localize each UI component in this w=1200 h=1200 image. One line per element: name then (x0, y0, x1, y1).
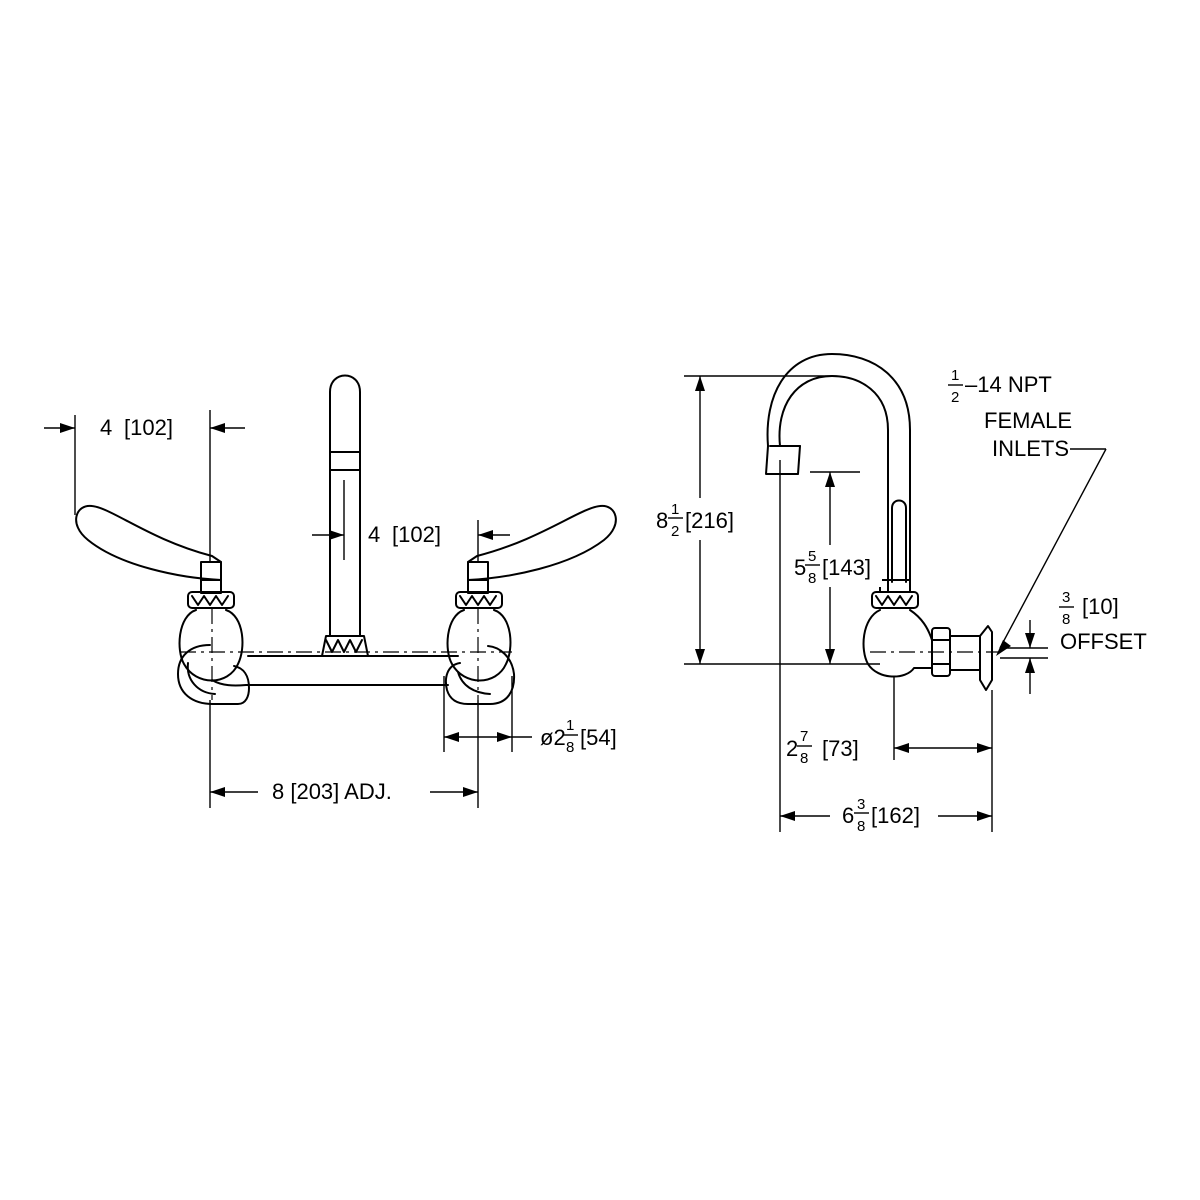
inlet-note: 1 2 –14 NPT FEMALE INLETS (948, 367, 1107, 656)
left-reach-whole: 4 (100, 415, 112, 440)
height-metric: [216] (685, 508, 734, 533)
left-wall-flange (177, 644, 250, 705)
height-den: 2 (671, 523, 679, 540)
left-reach-metric: [102] (124, 415, 173, 440)
projection-num: 7 (800, 728, 808, 745)
spout-height-num: 5 (808, 548, 816, 565)
center-reach-metric: [102] (392, 522, 441, 547)
right-wrist-blade-handle (467, 504, 617, 581)
right-valve (446, 504, 617, 682)
height-num: 1 (671, 501, 679, 518)
reach-whole: 6 (842, 803, 854, 828)
inlet-den: 2 (951, 389, 959, 406)
flange-dia-num: 1 (566, 717, 574, 734)
side-valve-body (862, 579, 933, 678)
offset-num: 3 (1062, 589, 1070, 606)
left-wrist-blade-handle (75, 504, 222, 581)
reach-num: 3 (857, 796, 865, 813)
side-lever-handle (891, 499, 907, 583)
side-inlet-assembly (870, 625, 1000, 691)
spout-height-metric: [143] (822, 555, 871, 580)
dim-flange-diameter: ø2 1 8 [54] (444, 717, 617, 756)
flange-dia-den: 8 (566, 739, 574, 756)
spout-height-whole: 5 (794, 555, 806, 580)
projection-metric: [73] (822, 736, 859, 761)
offset-metric: [10] (1082, 594, 1119, 619)
flange-dia-prefix: ø2 (540, 725, 566, 750)
center-spacing-text: 8 [203] ADJ. (272, 779, 392, 804)
projection-whole: 2 (786, 736, 798, 761)
center-reach-whole: 4 (368, 522, 380, 547)
inlet-num: 1 (951, 367, 959, 384)
left-valve (75, 504, 244, 682)
dim-spout-reach: 6 3 8 [162] (780, 796, 992, 835)
front-view: 4 [102] 4 [102] ø2 1 8 [54] (44, 374, 617, 808)
dim-offset: 3 8 [10] OFFSET (1025, 589, 1147, 694)
front-spout (321, 374, 369, 657)
inlet-inlets: INLETS (992, 436, 1069, 461)
offset-label: OFFSET (1060, 629, 1147, 654)
dim-left-handle-reach: 4 [102] (44, 415, 245, 440)
projection-den: 8 (800, 750, 808, 767)
side-view: 8 1 2 [216] 5 5 8 [143] 1 2 –14 NPT FEMA… (650, 353, 1147, 835)
right-wall-flange (444, 645, 516, 705)
height-whole: 8 (656, 508, 668, 533)
dim-spout-height: 5 5 8 [143] (790, 472, 882, 664)
reach-metric: [162] (871, 803, 920, 828)
dim-spout-to-valve: 4 [102] (312, 522, 510, 547)
dim-overall-height: 8 1 2 [216] (650, 376, 748, 664)
body-bar (211, 655, 459, 687)
dim-center-spacing: 8 [203] ADJ. (210, 779, 478, 804)
reach-den: 8 (857, 818, 865, 835)
inlet-thread: –14 NPT (965, 372, 1052, 397)
inlet-female: FEMALE (984, 408, 1072, 433)
offset-den: 8 (1062, 611, 1070, 628)
spout-height-den: 8 (808, 570, 816, 587)
flange-dia-metric: [54] (580, 725, 617, 750)
dim-body-projection: 2 7 8 [73] (786, 728, 992, 767)
